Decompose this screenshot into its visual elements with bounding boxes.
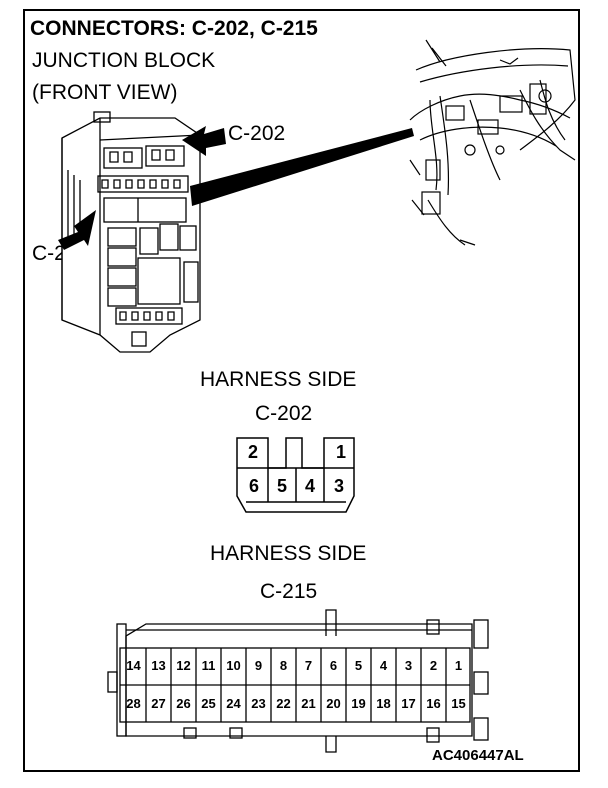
c215-pin-28: 28: [126, 696, 141, 711]
c215-pin-20: 20: [326, 696, 341, 711]
c215-pin-4: 4: [379, 658, 388, 673]
dashboard-sketch: [409, 39, 576, 246]
c215-pin-17: 17: [401, 696, 416, 711]
subtitle-junction-block: JUNCTION BLOCK: [32, 49, 216, 72]
c215-pin-10: 10: [226, 658, 241, 673]
c215-pin-5: 5: [354, 658, 363, 673]
c202-pin-2: 2: [247, 442, 258, 462]
c202-pin-1: 1: [335, 442, 346, 462]
c202-pin-4: 4: [304, 476, 315, 496]
c215-arrow: [58, 210, 96, 250]
c215-pin-18: 18: [376, 696, 391, 711]
c202-arrow: [182, 126, 226, 156]
c215-pin-22: 22: [276, 696, 291, 711]
subtitle-front-view: (FRONT VIEW): [32, 81, 178, 104]
c215-pin-6: 6: [329, 658, 338, 673]
c202-connector-shape: [236, 437, 355, 513]
c215-pin-1: 1: [454, 658, 463, 673]
c215-pin-26: 26: [176, 696, 191, 711]
c215-pin-8: 8: [279, 658, 288, 673]
c215-connector-name: C-215: [260, 580, 318, 603]
location-pointer: [190, 128, 414, 206]
c215-pin-15: 15: [451, 696, 466, 711]
c202-pin-6: 6: [248, 476, 259, 496]
c215-pin-11: 11: [201, 658, 216, 673]
c215-pin-27: 27: [151, 696, 166, 711]
figure-frame: [23, 9, 580, 772]
c215-pin-24: 24: [226, 696, 241, 711]
c215-pin-13: 13: [151, 658, 166, 673]
c202-pin-5: 5: [276, 476, 287, 496]
c202-connector-name: C-202: [255, 402, 313, 425]
c215-pin-3: 3: [404, 658, 413, 673]
c215-pin-7: 7: [304, 658, 313, 673]
c215-pin-21: 21: [301, 696, 316, 711]
c202-pin-3: 3: [333, 476, 344, 496]
c215-pin-2: 2: [429, 658, 438, 673]
c215-pin-14: 14: [126, 658, 141, 673]
figure-title: CONNECTORS: C-202, C-215: [30, 17, 318, 40]
junction-block-drawing: [61, 111, 201, 353]
c215-pin-25: 25: [201, 696, 216, 711]
c215-pin-9: 9: [254, 658, 263, 673]
c215-pin-19: 19: [351, 696, 366, 711]
c215-pin-12: 12: [176, 658, 191, 673]
c215-pin-16: 16: [426, 696, 441, 711]
c215-connector-shape: [107, 609, 489, 753]
c202-harness-side-heading: HARNESS SIDE: [200, 368, 357, 391]
c215-harness-side-heading: HARNESS SIDE: [210, 542, 367, 565]
c215-pin-23: 23: [251, 696, 266, 711]
figure-code: AC406447AL: [432, 747, 524, 764]
callout-c202-label: C-202: [228, 122, 286, 145]
